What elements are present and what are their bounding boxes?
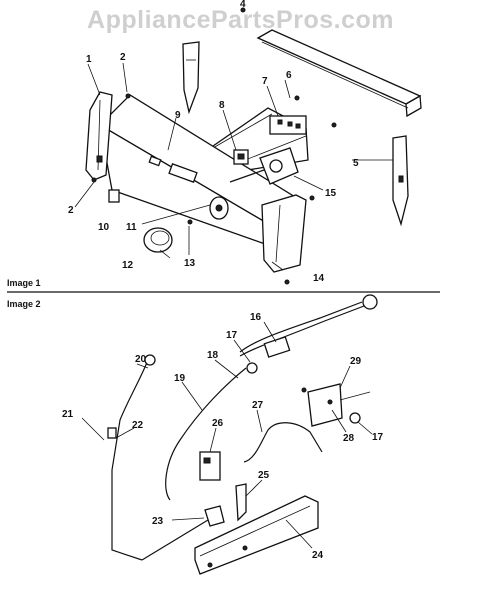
callout-2: 2 — [120, 52, 126, 63]
valve-23-part — [204, 505, 225, 527]
watermark-text: AppliancePartsPros.com — [87, 6, 394, 34]
screw-mark — [294, 95, 300, 101]
callout-14: 14 — [313, 273, 325, 284]
callout-16: 16 — [250, 312, 262, 323]
callout-6: 6 — [286, 70, 292, 81]
right-end-cap-part — [261, 194, 307, 273]
screw-mark — [309, 195, 315, 201]
screw-mark — [331, 122, 337, 128]
callout-24: 24 — [312, 550, 324, 561]
top-rail-part — [256, 29, 422, 118]
callout-11: 11 — [126, 222, 137, 233]
callout-27: 27 — [252, 400, 264, 411]
manifold-tube-part — [239, 294, 378, 358]
callout-17b: 17 — [372, 432, 384, 443]
screw-mark — [284, 279, 290, 285]
knob-part — [143, 227, 173, 253]
callout-18: 18 — [207, 350, 219, 361]
regulator-part — [199, 451, 221, 481]
callout-10: 10 — [98, 222, 110, 233]
callout-22: 22 — [132, 420, 144, 431]
bracket-24-part — [194, 495, 319, 575]
callout-9: 9 — [175, 110, 181, 121]
ignition-switch-part — [233, 149, 249, 165]
callout-21: 21 — [62, 409, 74, 420]
top-bracket-part — [182, 41, 200, 115]
bracket-28-part — [307, 383, 371, 427]
callout-4: 4 — [240, 0, 246, 10]
clip-22-part — [107, 427, 117, 439]
callout-5: 5 — [353, 158, 359, 169]
image2-assembly — [81, 294, 378, 575]
image1-assembly — [74, 7, 422, 285]
screw-mark — [187, 219, 193, 225]
callout-17: 17 — [226, 330, 238, 341]
tube-27-part — [243, 422, 323, 463]
clip-part — [108, 189, 120, 203]
callout-20: 20 — [135, 354, 147, 365]
tube-19-part — [165, 367, 247, 501]
valve-assembly-part — [229, 147, 299, 185]
callout-28: 28 — [343, 433, 355, 444]
screw-mark — [91, 177, 97, 183]
bracket-25-part — [235, 483, 247, 522]
callout-2b: 2 — [68, 205, 74, 216]
callout-12: 12 — [122, 260, 134, 271]
callout-15: 15 — [325, 188, 337, 199]
left-end-cap-part — [85, 91, 113, 181]
fitting-part — [246, 362, 258, 374]
screw-mark — [125, 93, 131, 99]
callout-19: 19 — [174, 373, 186, 384]
callout-13: 13 — [184, 258, 196, 269]
callout-7: 7 — [262, 76, 268, 87]
callout-8: 8 — [219, 100, 225, 111]
section-label-image2: Image 2 — [7, 299, 41, 309]
callout-23: 23 — [152, 516, 164, 527]
screw-mark — [240, 7, 246, 13]
callout-26: 26 — [212, 418, 224, 429]
callout-1: 1 — [86, 54, 92, 65]
tube-20-part — [111, 359, 149, 561]
callout-25: 25 — [258, 470, 270, 481]
side-bracket-part — [392, 135, 409, 227]
section-label-image1: Image 1 — [7, 278, 41, 288]
callout-29: 29 — [350, 356, 362, 367]
